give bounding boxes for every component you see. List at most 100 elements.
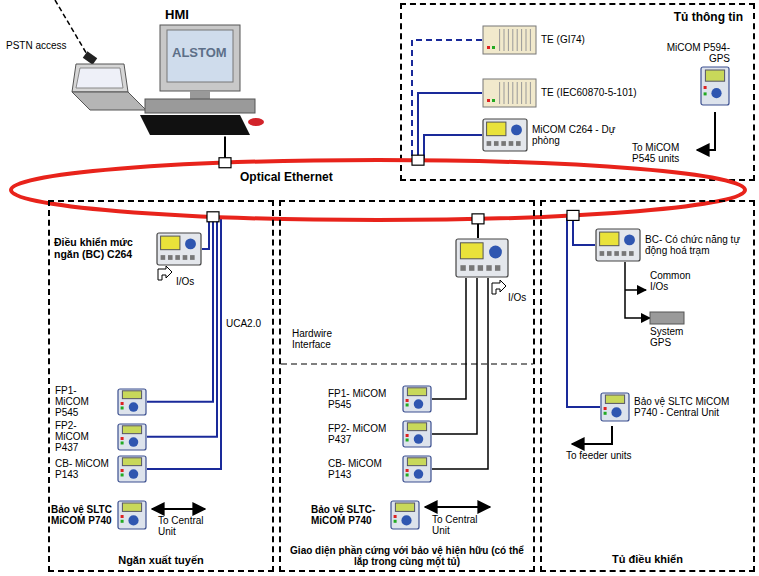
drawing-part xyxy=(456,239,508,277)
node-label: TE (GI74) xyxy=(541,34,585,45)
drawing-part xyxy=(504,82,505,104)
connector xyxy=(424,135,482,160)
drawing-part xyxy=(511,124,522,135)
c264-icon xyxy=(482,118,528,152)
drawing-part xyxy=(460,243,483,259)
relay-device: CB- MiCOM P143 xyxy=(55,455,147,483)
central-unit-arrow xyxy=(425,506,490,508)
drawing-part xyxy=(122,503,141,511)
network-port xyxy=(567,210,579,220)
connector xyxy=(567,216,600,407)
drawing-part xyxy=(183,255,188,260)
drawing-part xyxy=(501,141,506,146)
node-label: System GPS xyxy=(650,326,705,348)
drawing-part xyxy=(167,30,233,82)
gps-box: System GPS xyxy=(650,312,705,348)
c264-icon xyxy=(455,238,509,278)
drawing-part xyxy=(161,255,166,260)
drawing-part xyxy=(190,255,195,260)
rack-icon xyxy=(482,78,537,108)
drawing-part xyxy=(129,469,139,479)
gps-device: MiCOM P594-GPS xyxy=(660,42,730,106)
drawing-part xyxy=(121,520,124,523)
drawing-part xyxy=(487,141,492,146)
drawing-part xyxy=(499,29,500,51)
drawing-part xyxy=(406,399,409,402)
drawing-part xyxy=(512,29,513,51)
cabinet-box: Tủ thông tinTE (GI74)TE (IEC60870-5-101)… xyxy=(400,3,755,181)
drawing-part xyxy=(403,421,431,447)
node-label: Ngăn xuất tuyến xyxy=(54,554,268,566)
drawing-part xyxy=(486,265,491,271)
drawing-part xyxy=(128,515,138,525)
drawing-part xyxy=(161,236,180,250)
drawing-part xyxy=(604,412,607,415)
drawing-part xyxy=(509,141,514,146)
central-unit-arrow xyxy=(152,508,205,510)
relay-icon xyxy=(117,423,147,451)
drawing-part xyxy=(469,265,474,271)
node-label: Bảo vệ SLTC MiCOM P740 - Central Unit xyxy=(634,396,739,418)
drawing-part xyxy=(494,141,499,146)
node-label: Giao diện phần cứng với bảo vệ hiện hữu … xyxy=(287,545,527,567)
controller-device: MiCOM C264 - Dự phòng xyxy=(482,118,617,152)
drawing-part xyxy=(530,82,531,104)
drawing-part xyxy=(394,520,397,523)
drawing-part xyxy=(414,469,424,479)
pstn-plug xyxy=(83,51,97,64)
relay-device: FP2- MiCOM P437 xyxy=(55,420,147,454)
drawing-part xyxy=(395,503,414,511)
drawing-part xyxy=(122,426,141,434)
drawing-part xyxy=(604,407,607,410)
annotation-label: I/Os xyxy=(176,276,194,287)
connector xyxy=(432,278,488,469)
drawing-part xyxy=(530,29,531,51)
drawing-part xyxy=(600,251,605,256)
relay-icon xyxy=(117,500,147,530)
annotation-label: PSTN access xyxy=(6,40,67,51)
annotation-label: ALSTOM xyxy=(172,46,227,61)
drawing-part xyxy=(145,99,255,113)
gps-sync-arrow xyxy=(697,112,715,150)
drawing-part xyxy=(504,29,505,51)
drawing-part xyxy=(492,99,495,102)
relay-device: Bảo vệ SLTC-MiCOM P740 xyxy=(311,500,420,530)
annotation-label: I/Os xyxy=(508,292,526,303)
drawing-part xyxy=(160,25,240,91)
gps-icon xyxy=(650,312,684,324)
connector xyxy=(147,217,213,402)
drawing-part xyxy=(118,389,146,415)
drawing-part xyxy=(122,391,141,399)
node-label: HMI xyxy=(140,8,189,23)
relay-icon xyxy=(402,455,432,483)
connector xyxy=(147,217,217,437)
drawing-part xyxy=(521,82,522,104)
drawing-part xyxy=(406,473,409,476)
drawing-part xyxy=(705,70,724,81)
annotation-label: To Central Unit xyxy=(158,515,220,537)
annotation-label: UCA2.0 xyxy=(226,318,261,329)
controller-device xyxy=(455,238,509,278)
drawing-part xyxy=(121,441,124,444)
relay-device: Bảo vệ SLTC MiCOM P740 - Central Unit xyxy=(600,392,739,422)
drawing-part xyxy=(704,86,707,89)
node-label: CB- MiCOM P143 xyxy=(55,458,113,480)
drawing-part xyxy=(407,388,426,396)
drawing-part xyxy=(406,469,409,472)
feeder-arrow xyxy=(572,426,612,444)
drawing-part xyxy=(140,115,250,135)
node-label: Bảo vệ SLTC MiCOM P740 xyxy=(51,504,113,526)
drawing-part xyxy=(414,399,424,409)
relay-icon xyxy=(117,388,147,416)
node-label: MiCOM C264 - Dự phòng xyxy=(532,124,617,146)
relay-icon xyxy=(402,385,432,413)
drawing-part xyxy=(516,141,521,146)
drawing-part xyxy=(526,82,527,104)
connector xyxy=(202,217,209,249)
drawing-part xyxy=(605,395,624,403)
network-port xyxy=(207,212,219,222)
drawing-part xyxy=(607,251,612,256)
drawing-part xyxy=(487,122,506,136)
